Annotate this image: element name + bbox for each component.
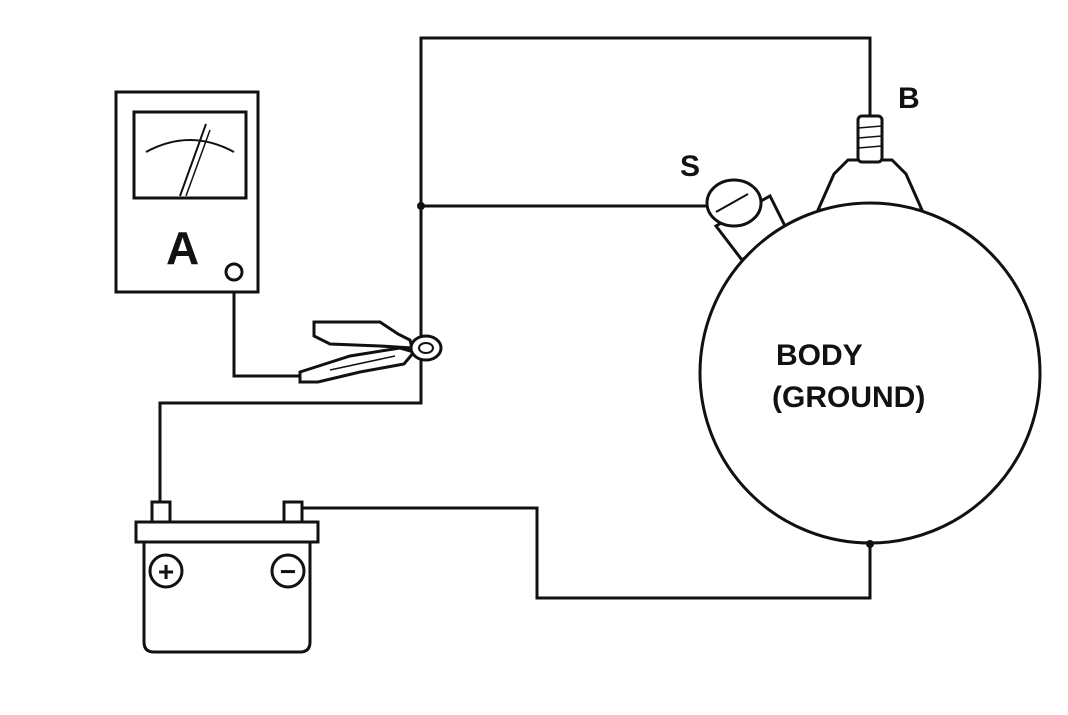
motor-body-label-line1: BODY — [776, 339, 863, 372]
b-stud-thread-1 — [857, 125, 883, 129]
starter-motor: BODY (GROUND) — [698, 114, 1042, 548]
b-terminal-label: B — [898, 82, 920, 115]
wire-battery-negative-to-ground — [292, 506, 872, 600]
solenoid-detail — [715, 193, 749, 213]
ammeter-label: A — [166, 222, 199, 274]
battery-negative-symbol: − — [280, 556, 296, 587]
clamp-upper-jaw — [312, 320, 414, 350]
wire-clamp-to-battery-positive — [158, 360, 423, 508]
battery-case — [142, 540, 312, 654]
battery: + − — [134, 500, 320, 654]
battery-positive-symbol: + — [158, 556, 174, 587]
ammeter-terminal — [224, 262, 244, 282]
wire-junction — [417, 202, 425, 210]
ammeter-needle — [179, 123, 207, 197]
battery-negative-terminal — [270, 553, 306, 589]
ammeter-scale-arc — [145, 139, 235, 153]
alligator-clamp — [298, 320, 443, 384]
clamp-grip-inner — [418, 342, 434, 354]
b-stud-thread-3 — [857, 145, 883, 149]
s-terminal-label: S — [680, 150, 700, 183]
battery-positive-post — [150, 500, 172, 524]
motor-body-label-line2: (GROUND) — [772, 381, 925, 414]
battery-lid — [134, 520, 320, 544]
battery-negative-post — [282, 500, 304, 524]
b-terminal-stud — [856, 114, 884, 164]
wire-ammeter-lead — [232, 280, 300, 378]
clamp-lower-jaw — [298, 346, 417, 384]
wiring — [158, 36, 872, 600]
clamp-jaw-line — [329, 355, 396, 371]
b-stud-thread-2 — [857, 135, 883, 139]
ground-connection-point — [866, 540, 874, 548]
b-terminal-post — [815, 114, 925, 212]
battery-positive-terminal — [148, 553, 184, 589]
ammeter-needle-shadow — [185, 129, 211, 197]
clamp-grip-on-wire — [409, 334, 443, 362]
wire-bus-vertical — [419, 36, 872, 342]
s-terminal-solenoid — [705, 178, 788, 263]
motor-body — [698, 201, 1042, 545]
ammeter: A — [114, 90, 260, 294]
